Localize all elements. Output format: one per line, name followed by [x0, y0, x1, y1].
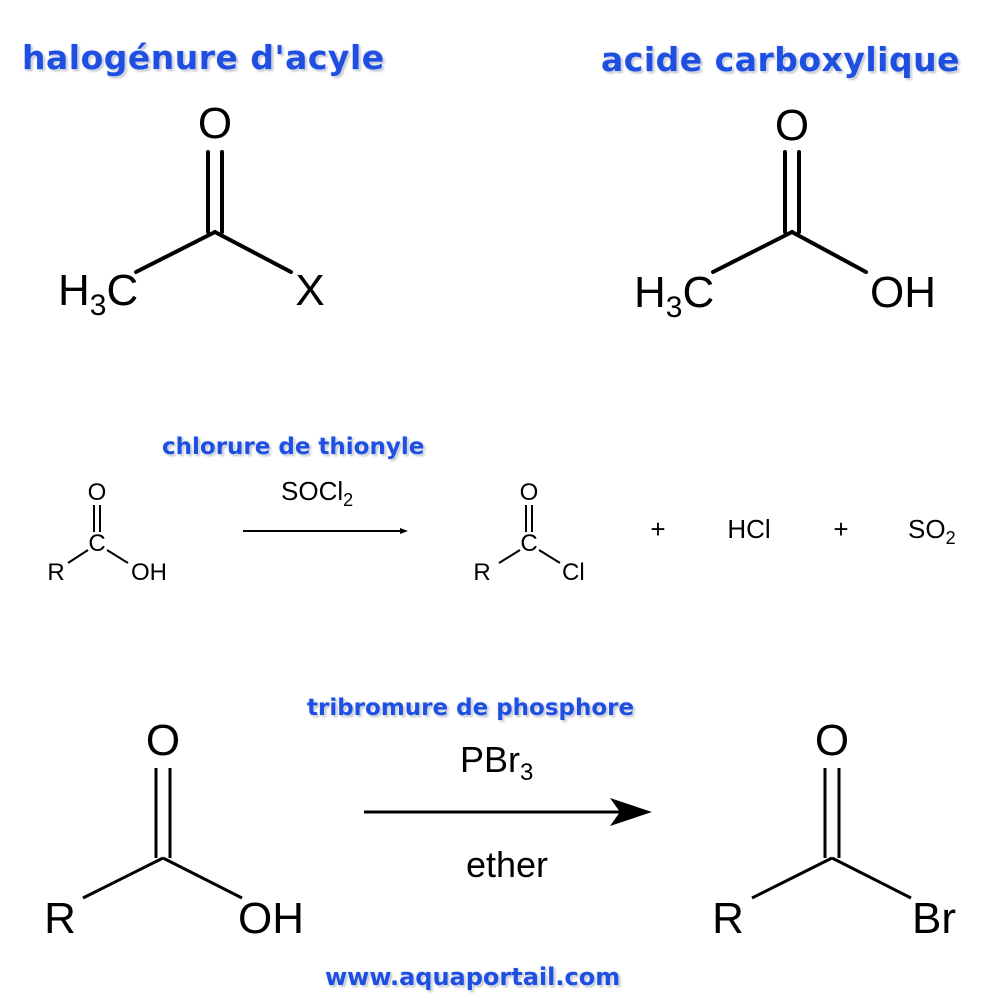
r1-plus-2: + [833, 514, 848, 544]
acyl-ch3-bond [134, 230, 217, 274]
r2-product-oxygen: O [815, 716, 849, 765]
r1-reagent-main: SOCl [281, 476, 343, 506]
r1-reactant-oh-bond [106, 549, 129, 564]
acyl-methyl: H3C [58, 266, 138, 322]
r1-reagent: SOCl2 [281, 476, 353, 510]
acid-ch3-bond [711, 230, 794, 274]
acid-oxygen: O [775, 101, 809, 150]
acid-methyl-c: C [682, 268, 714, 317]
r1-arrow-head [400, 528, 408, 534]
r2-product-br: Br [912, 894, 956, 943]
r2-product-r: R [712, 894, 744, 943]
acid-methyl-sub: 3 [666, 291, 683, 324]
r1-reactant-r-bond [67, 549, 89, 564]
acyl-halide-structure [134, 150, 293, 274]
acyl-halide-title: halogénure d'acyle [22, 38, 385, 77]
r2-arrow-head [610, 798, 652, 826]
acid-methyl-h: H [634, 268, 666, 317]
acyl-oxygen: O [198, 99, 232, 148]
acid-oh-bond [790, 230, 868, 274]
r2-reactant-r-bond [82, 856, 164, 900]
carboxylic-acid-structure [711, 150, 868, 274]
r1-product-cl-bond [538, 549, 561, 564]
r2-reagent-main: PBr [460, 739, 520, 780]
acyl-methyl-c: C [106, 266, 138, 315]
r1-byproduct-so2-sub: 2 [946, 528, 956, 548]
r1-product-r-bond [498, 549, 521, 564]
r1-byproduct-hcl: HCl [727, 514, 770, 544]
r1-byproduct-so2: SO2 [908, 514, 956, 548]
acid-methyl: H3C [634, 268, 714, 324]
thionyl-chloride-label: chlorure de thionyle [162, 434, 425, 460]
reaction1-product: O C R Cl [473, 479, 584, 586]
r2-reagent: PBr3 [460, 739, 533, 786]
website-watermark: www.aquaportail.com [325, 963, 621, 991]
r2-reactant-oh-bond [162, 856, 243, 900]
r1-product-oxygen: O [520, 479, 539, 506]
r1-reactant-r: R [47, 559, 64, 586]
reaction1-reactant: O C R OH [47, 479, 167, 586]
phosphorus-tribromide-label: tribromure de phosphore [307, 695, 635, 721]
r2-reactant-oh: OH [238, 894, 304, 943]
r2-solvent: ether [466, 844, 548, 885]
carboxylic-acid-title: acide carboxylique [601, 40, 960, 79]
acyl-methyl-sub: 3 [90, 289, 107, 322]
acyl-x-bond [213, 230, 293, 274]
r1-byproduct-so2-main: SO [908, 514, 946, 544]
acyl-halogen: X [295, 266, 324, 315]
reaction2-reactant: O R OH [44, 716, 304, 943]
r1-reactant-oh: OH [131, 559, 167, 586]
r1-product-cl: Cl [562, 559, 585, 586]
r1-reagent-sub: 2 [343, 490, 353, 510]
r1-product-r: R [473, 559, 490, 586]
r2-product-br-bond [831, 856, 912, 900]
r2-reactant-oxygen: O [146, 716, 180, 765]
r2-reagent-sub: 3 [520, 759, 533, 786]
reaction2-product: O R Br [712, 716, 956, 943]
r2-reactant-r: R [44, 894, 76, 943]
r1-plus-1: + [650, 514, 665, 544]
r2-product-r-bond [751, 856, 833, 900]
r1-product-carbon: C [520, 530, 537, 557]
acyl-methyl-h: H [58, 266, 90, 315]
r1-reactant-oxygen: O [88, 479, 107, 506]
r1-reactant-carbon: C [88, 530, 105, 557]
acid-hydroxyl: OH [870, 268, 936, 317]
